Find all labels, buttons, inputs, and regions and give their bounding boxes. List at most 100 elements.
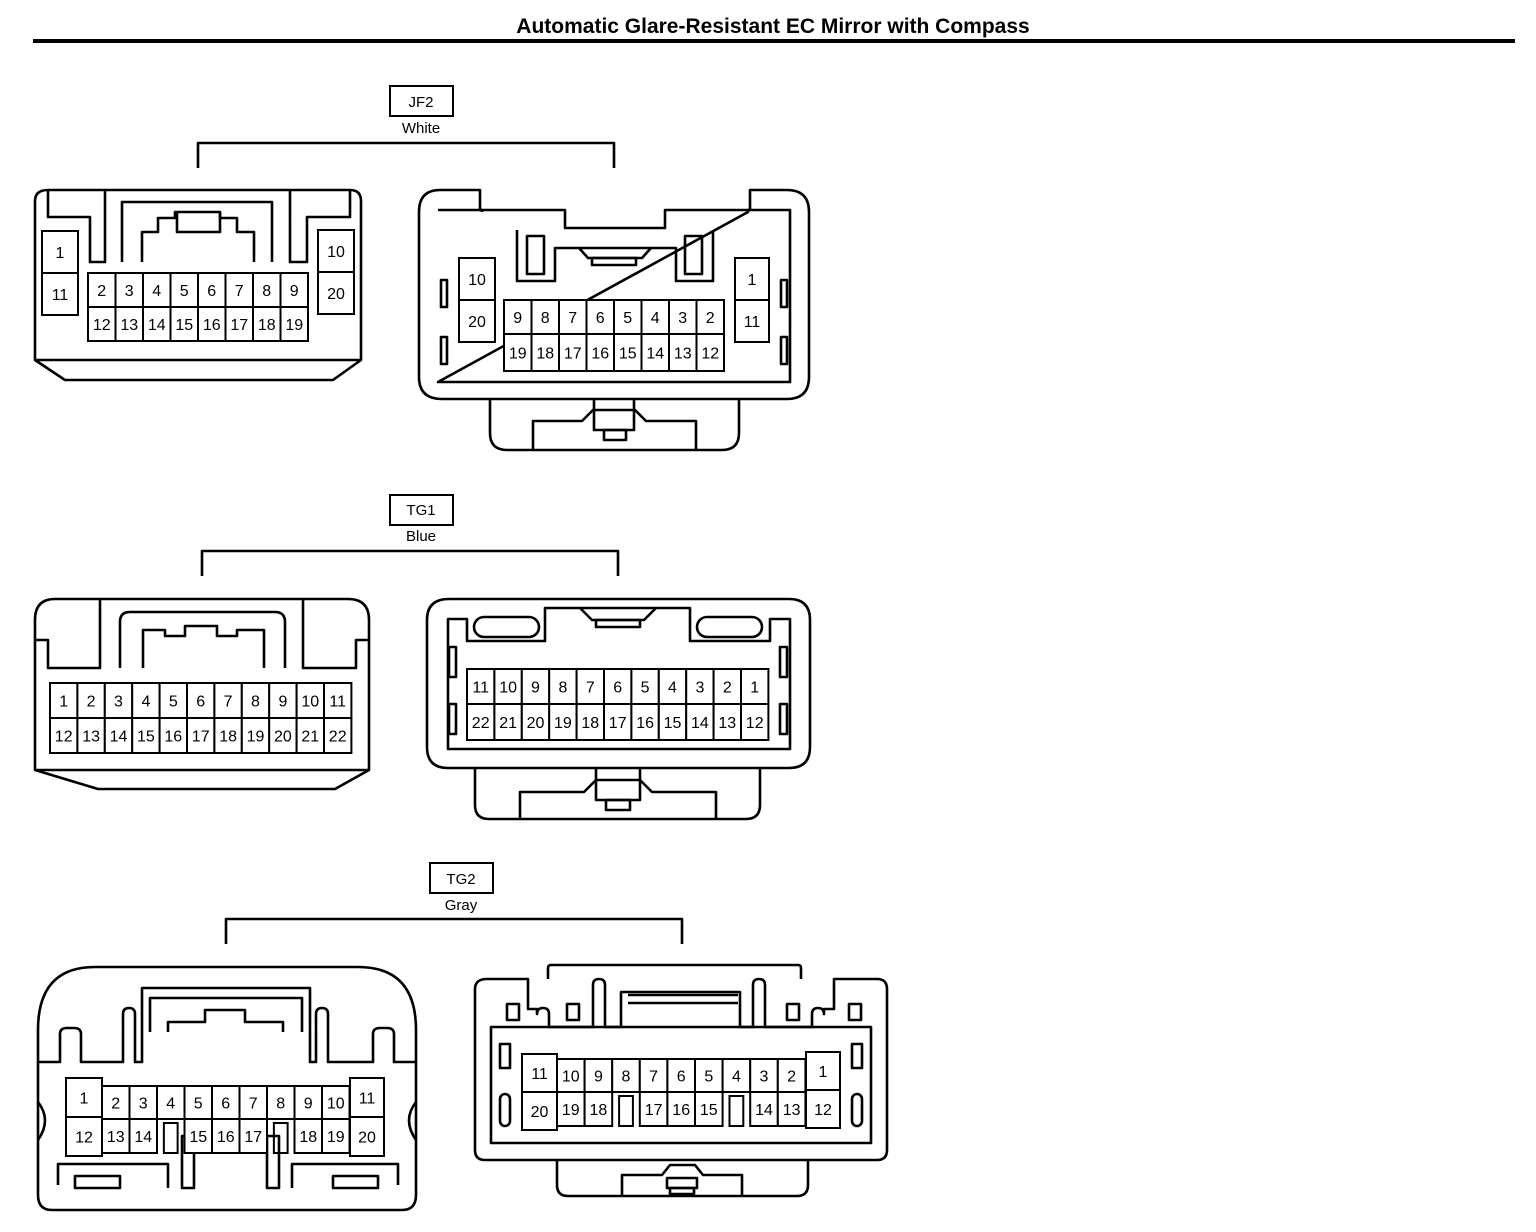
pin-number: 5 — [194, 1096, 203, 1113]
pin-cell: 5 — [613, 299, 643, 335]
pin-cell: 12 — [87, 306, 117, 342]
pin-cell: 2 — [776, 1058, 807, 1093]
pin-cell: 2 — [101, 1085, 131, 1120]
pin-number: 17 — [645, 1102, 663, 1119]
pin-number: 12 — [55, 729, 73, 746]
pin-number: 15 — [189, 1129, 207, 1146]
pin-cell: 12 — [695, 333, 725, 372]
pin-number: 13 — [783, 1102, 801, 1119]
pin-cell: 13 — [76, 717, 106, 754]
pin-number: 20 — [531, 1104, 549, 1121]
pin-number: 17 — [564, 346, 582, 363]
pin-cell: 17 — [638, 1091, 669, 1127]
pin-cell: 13 — [101, 1118, 131, 1154]
pin-number: 7 — [249, 1096, 258, 1113]
pin-cell: 15 — [613, 333, 643, 372]
pin-cell: 6 — [197, 272, 227, 308]
pin-cell: 20 — [349, 1116, 385, 1157]
pin-cell: 9 — [583, 1058, 614, 1093]
pin-number: 8 — [622, 1069, 631, 1086]
pin-cell: 1 — [41, 230, 79, 274]
pin-cell: 15 — [131, 717, 161, 754]
connector-group-tg1: TG1 Blue — [33, 494, 812, 821]
pin-cell: 8 — [252, 272, 282, 308]
pin-number: 13 — [674, 346, 692, 363]
pin-cell: 7 — [558, 299, 588, 335]
pin-cell: 13 — [712, 703, 742, 741]
pin-number: 12 — [75, 1130, 93, 1147]
pin-cell: 21 — [295, 717, 326, 754]
pin-number: 4 — [141, 694, 150, 711]
pin-cell: 8 — [611, 1058, 641, 1093]
pin-cell: 3 — [114, 272, 144, 308]
pin-cell: 4 — [721, 1058, 752, 1093]
pin-number: 9 — [278, 694, 287, 711]
pin-cell: 16 — [158, 717, 189, 754]
connector-bracket — [224, 917, 684, 944]
pin-cell: 14 — [128, 1118, 158, 1154]
pin-cell: 16 — [211, 1118, 241, 1154]
pin-cell: 9 — [520, 668, 551, 705]
pin-number: 12 — [814, 1102, 832, 1119]
pin-cell: 6 — [603, 668, 633, 705]
pin-cell: 3 — [128, 1085, 158, 1120]
pin-cell: 19 — [279, 306, 309, 342]
pin-cell: 10 — [295, 682, 326, 719]
pin-cell: 1 — [805, 1051, 841, 1091]
pin-cell: 14 — [640, 333, 670, 372]
pin-number: 11 — [744, 314, 761, 331]
pin-number: 19 — [509, 346, 527, 363]
pin-number: 11 — [472, 680, 489, 697]
pin-number: 20 — [274, 729, 292, 746]
pin-cell: 4 — [640, 299, 670, 335]
connector-color: White — [402, 120, 440, 137]
pin-number: 15 — [700, 1102, 718, 1119]
pin-cell: 12 — [65, 1116, 103, 1157]
connector-housing-left — [33, 597, 371, 791]
pin-number: 6 — [221, 1096, 230, 1113]
pin-number: 9 — [531, 680, 540, 697]
pin-cell: 7 — [638, 1058, 669, 1093]
pin-number: 14 — [148, 317, 166, 334]
pin-number: 6 — [596, 310, 605, 327]
connector-code-box — [429, 862, 494, 894]
pin-number: 16 — [203, 317, 221, 334]
pin-cell: 4 — [131, 682, 161, 719]
pin-number: 14 — [110, 729, 128, 746]
pin-number: 1 — [59, 694, 68, 711]
pin-cell: 16 — [585, 333, 615, 372]
pin-cell: 7 — [213, 682, 243, 719]
pin-cell: 19 — [321, 1118, 351, 1154]
connector-group-tg2: TG2 Gray — [36, 862, 889, 1212]
pin-number: 15 — [664, 715, 682, 732]
pin-number: 6 — [196, 694, 205, 711]
pin-number: 19 — [327, 1129, 345, 1146]
pin-number: 2 — [111, 1096, 120, 1113]
pin-cell: 11 — [521, 1053, 558, 1093]
pin-cell: 13 — [114, 306, 144, 342]
pin-cell: 17 — [238, 1118, 268, 1154]
pin-number: 11 — [531, 1066, 548, 1083]
pin-cell: 5 — [183, 1085, 213, 1120]
pin-number: 7 — [568, 310, 577, 327]
pin-number: 14 — [691, 715, 709, 732]
pin-number: 9 — [513, 310, 522, 327]
pin-cell: 2 — [87, 272, 117, 308]
pin-cell: 19 — [503, 333, 533, 372]
pin-gap — [162, 1122, 179, 1154]
pin-number: 18 — [581, 715, 599, 732]
pin-cell: 8 — [240, 682, 271, 719]
pin-number: 10 — [468, 272, 486, 289]
pin-cell: 4 — [156, 1085, 186, 1120]
pin-number: 12 — [746, 715, 764, 732]
pin-cell: 6 — [666, 1058, 697, 1093]
pin-cell: 16 — [630, 703, 660, 741]
pin-cell: 7 — [575, 668, 605, 705]
pin-cell: 15 — [657, 703, 688, 741]
pin-number: 7 — [235, 283, 244, 300]
pin-cell: 5 — [169, 272, 199, 308]
pin-cell: 1 — [49, 682, 79, 719]
pin-number: 10 — [327, 244, 345, 261]
pin-cell: 13 — [776, 1091, 807, 1127]
